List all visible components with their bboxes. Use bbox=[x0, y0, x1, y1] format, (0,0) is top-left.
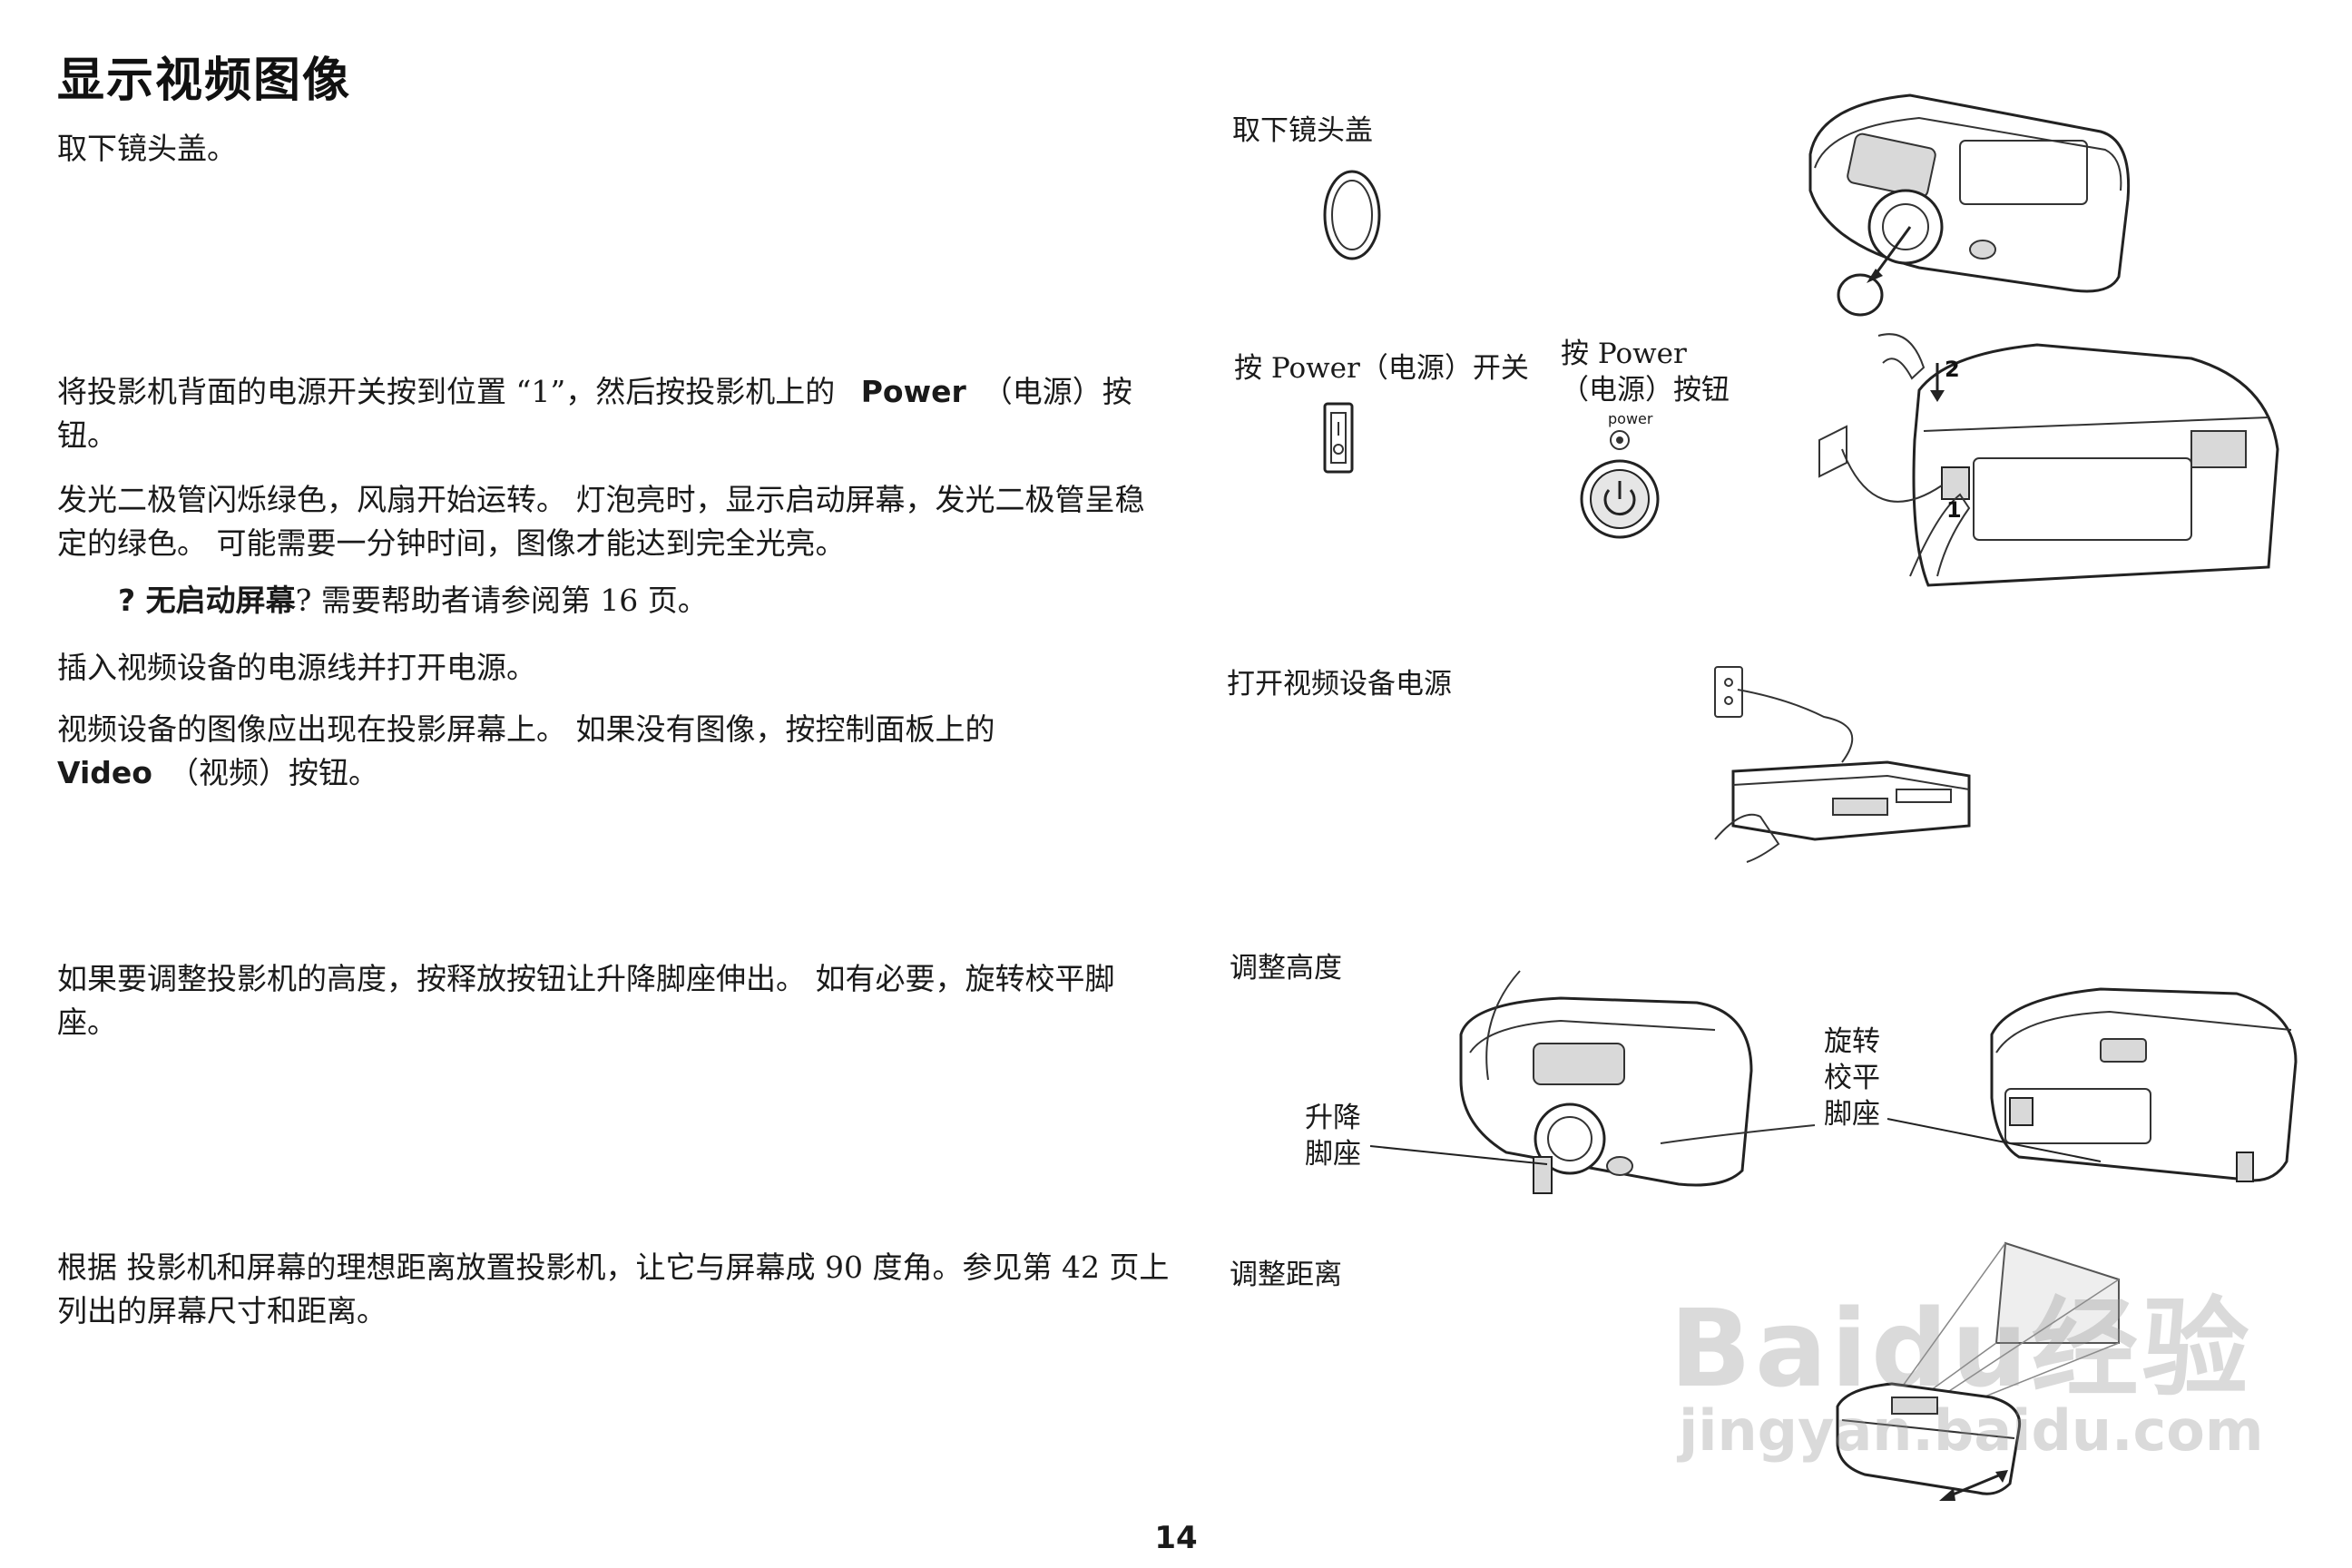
step-1-label: 1 bbox=[1946, 497, 1962, 523]
tip-no-startup-screen: ? 无启动屏幕? 需要帮助者请参阅第 16 页。 bbox=[118, 583, 708, 618]
projector-illustration-power: 1 2 bbox=[1818, 333, 2279, 587]
leveling-foot-illustration bbox=[1990, 987, 2298, 1182]
paragraph-adjust-height: 如果要调整投影机的高度，按释放按钮让升降脚座伸出。 如有必要，旋转校平脚座。 bbox=[57, 961, 1115, 1040]
leveling-foot-leader-line bbox=[1886, 1118, 2102, 1162]
height-adjust-illustration bbox=[1459, 970, 1816, 1194]
paragraph-power-switch: 将投影机背面的电源开关按到位置 “1”，然后按投影机上的 Power（电源）按钮… bbox=[57, 374, 1132, 453]
watermark-url: jingyan.baidu.com bbox=[1679, 1397, 2264, 1464]
caption-adjust-height: 调整高度 bbox=[1230, 952, 1342, 985]
paragraph-plug-video: 插入视频设备的电源线并打开电源。 bbox=[57, 650, 536, 685]
watermark-logo-text: Baidu经验 bbox=[1670, 1286, 2253, 1411]
power-switch-icon bbox=[1323, 402, 1354, 474]
paragraph-remove-lens-cap: 取下镜头盖。 bbox=[57, 131, 237, 166]
caption-elevator-foot: 升降 脚座 bbox=[1305, 1102, 1361, 1171]
power-label: power bbox=[1608, 410, 1653, 427]
page-title: 显示视频图像 bbox=[57, 54, 352, 108]
caption-adjust-distance: 调整距离 bbox=[1230, 1259, 1342, 1291]
elevator-foot-leader-line bbox=[1369, 1145, 1548, 1165]
step-2-label: 2 bbox=[1945, 357, 1960, 382]
power-button-icon bbox=[1580, 430, 1660, 539]
paragraph-adjust-distance: 根据 投影机和屏幕的理想距离放置投影机，让它与屏幕成 90 度角。参见第 42 … bbox=[57, 1250, 1170, 1328]
caption-power-switch: 按 Power（电源）开关 bbox=[1234, 352, 1529, 385]
lens-cap-illustration bbox=[1323, 170, 1381, 260]
page-number: 14 bbox=[1154, 1520, 1198, 1556]
caption-power-button: 按 Power （电源）按钮 bbox=[1561, 338, 1730, 407]
video-device-illustration bbox=[1714, 666, 1971, 863]
paragraph-video-image: 视频设备的图像应出现在投影屏幕上。 如果没有图像，按控制面板上的 Video（视… bbox=[57, 711, 995, 790]
projector-illustration-top bbox=[1808, 93, 2131, 317]
distance-adjust-illustration bbox=[1836, 1241, 2120, 1501]
caption-turn-on-video: 打开视频设备电源 bbox=[1227, 668, 1452, 701]
paragraph-led-status: 发光二极管闪烁绿色，风扇开始运转。 灯泡亮时，显示启动屏幕，发光二极管呈稳定的绿… bbox=[57, 482, 1145, 561]
video-keyword: Video bbox=[57, 755, 152, 790]
power-keyword: Power bbox=[860, 374, 966, 409]
caption-remove-lens-cap: 取下镜头盖 bbox=[1232, 114, 1373, 147]
caption-leveling-foot: 旋转 校平 脚座 bbox=[1824, 1025, 1880, 1131]
